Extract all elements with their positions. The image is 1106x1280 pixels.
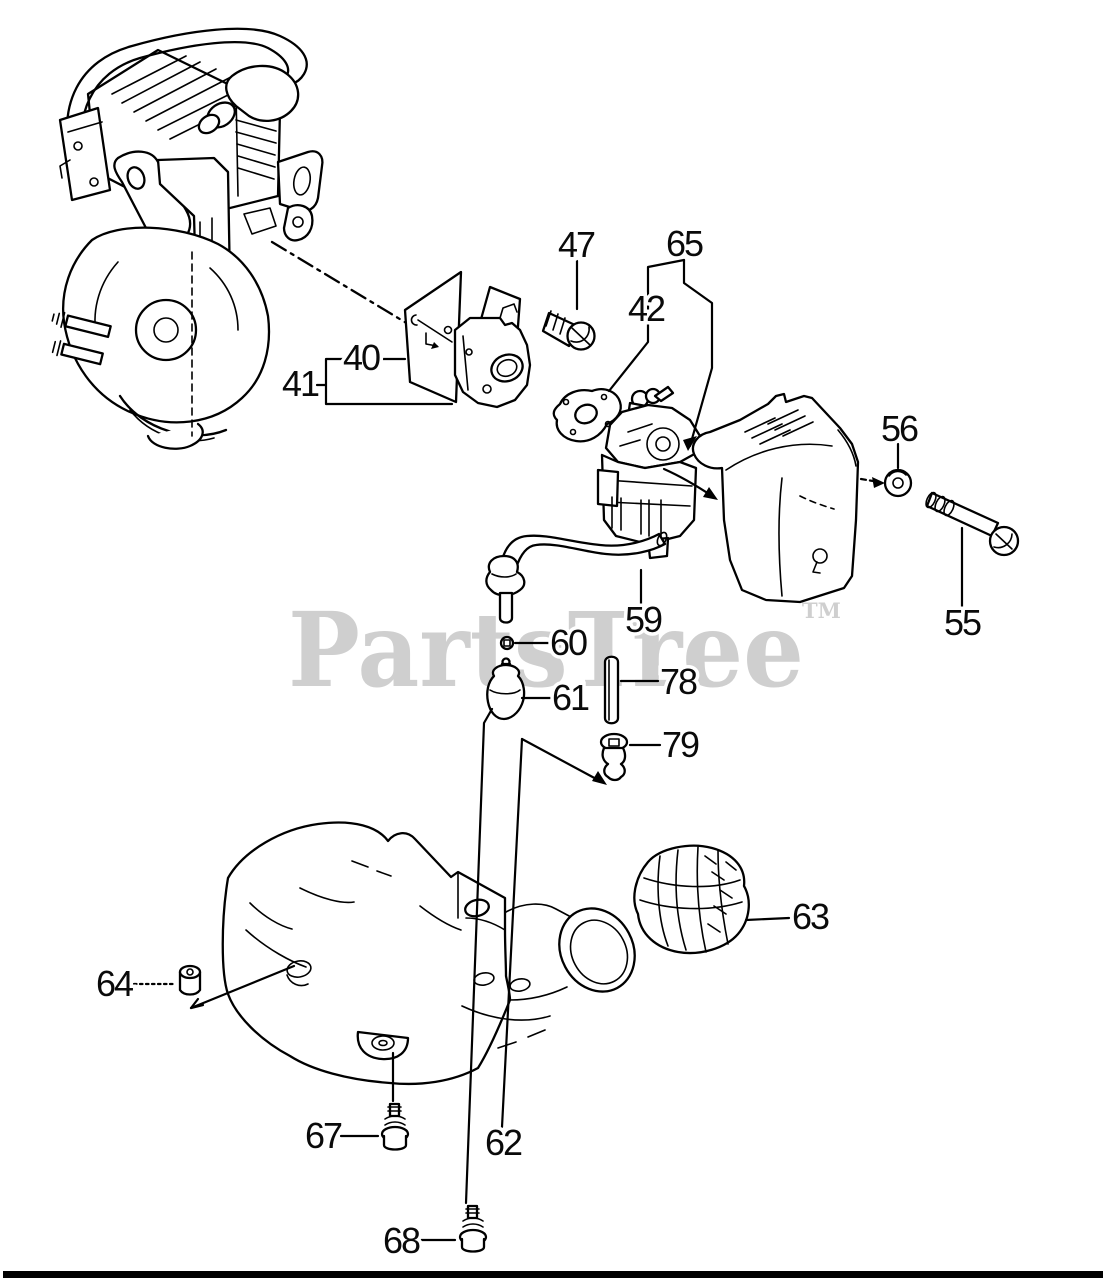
callout-63: 63 bbox=[792, 896, 829, 937]
callout-79: 79 bbox=[662, 724, 699, 765]
callout-78: 78 bbox=[660, 661, 697, 702]
watermark-trademark-icon: TM bbox=[802, 598, 841, 623]
callout-68: 68 bbox=[383, 1220, 420, 1261]
air-filter-element-63 bbox=[633, 844, 750, 955]
callout-41: 41 bbox=[282, 363, 319, 404]
callout-61: 61 bbox=[552, 677, 589, 718]
callout-62: 62 bbox=[485, 1122, 522, 1163]
fuel-tank-62 bbox=[221, 821, 636, 1086]
insulator-plate bbox=[403, 270, 463, 404]
callout-55: 55 bbox=[944, 602, 981, 643]
callout-40: 40 bbox=[343, 337, 380, 378]
callout-42: 42 bbox=[628, 288, 665, 329]
callout-lines bbox=[132, 258, 964, 1242]
callout-59: 59 bbox=[625, 599, 662, 640]
callout-65: 65 bbox=[666, 223, 703, 264]
fuel-line-59 bbox=[485, 531, 668, 624]
grommet-79 bbox=[599, 732, 629, 782]
washer-56 bbox=[883, 468, 913, 498]
screw-47 bbox=[541, 310, 596, 351]
grommet-64 bbox=[178, 964, 202, 996]
carburetor-insulator bbox=[453, 303, 532, 409]
callout-67: 67 bbox=[305, 1115, 342, 1156]
bolt-55 bbox=[925, 491, 1020, 557]
callout-60: 60 bbox=[550, 622, 587, 663]
intake-gasket bbox=[552, 388, 622, 443]
callout-numbers: 40 41 42 47 55 56 59 60 61 62 63 64 65 6… bbox=[92, 220, 986, 1265]
callout-64: 64 bbox=[96, 963, 133, 1004]
footer-divider bbox=[3, 1271, 1103, 1278]
screw-67 bbox=[380, 1102, 410, 1151]
callout-56: 56 bbox=[881, 408, 918, 449]
watermark-text: PartsTree bbox=[288, 590, 804, 711]
screw-68 bbox=[458, 1204, 488, 1253]
engine-assembly bbox=[51, 27, 415, 450]
clip-60 bbox=[499, 635, 515, 651]
callout-47: 47 bbox=[558, 224, 595, 265]
carburetor bbox=[596, 385, 702, 560]
fuel-filter-61 bbox=[486, 657, 526, 721]
air-cleaner-cover bbox=[691, 392, 860, 604]
breather-pipe-78 bbox=[603, 655, 620, 725]
